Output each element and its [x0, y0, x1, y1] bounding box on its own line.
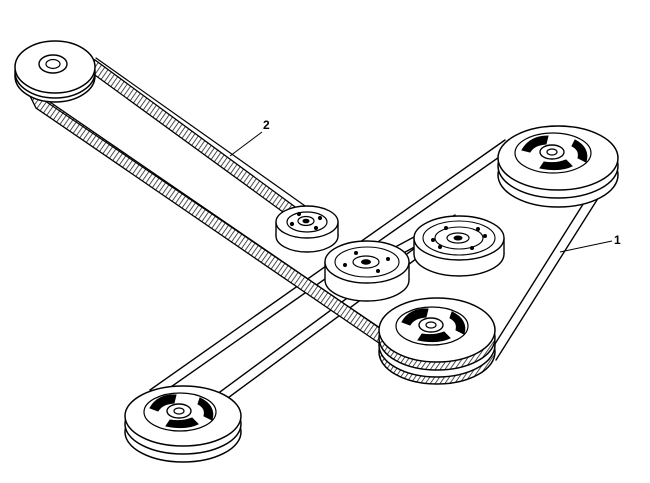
pulley-idler-small — [275, 205, 339, 253]
callout-1: 1 — [559, 233, 621, 253]
pulley-top-left — [14, 40, 96, 103]
callout-1-label: 1 — [614, 233, 621, 247]
pulley-idler-center — [324, 240, 410, 302]
pulley-top-right — [497, 125, 619, 208]
callout-2-label: 2 — [263, 118, 270, 132]
callout-2: 2 — [229, 118, 270, 157]
pulley-bottom-left — [124, 385, 242, 463]
pulley-idler-rear — [413, 215, 505, 277]
pulley-center-right — [378, 297, 496, 385]
